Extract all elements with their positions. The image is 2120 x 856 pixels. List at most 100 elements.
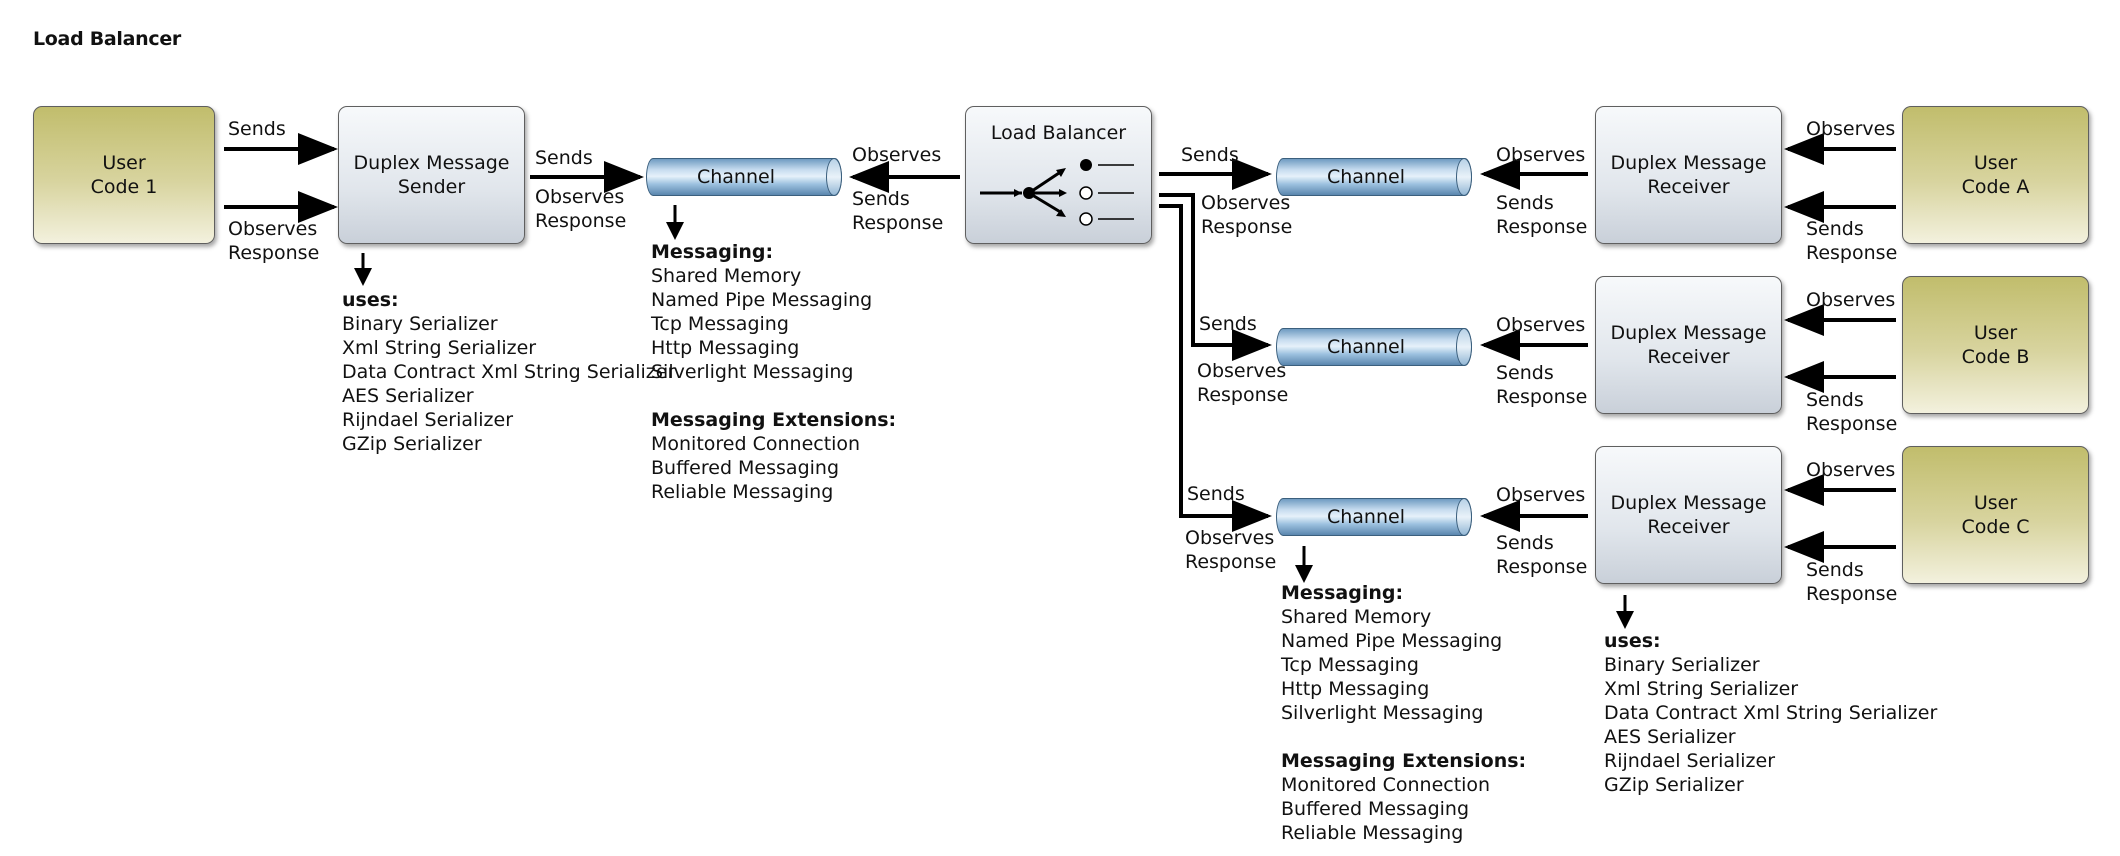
load-balancer-label: Load Balancer <box>990 122 1127 144</box>
user-code-c-line1: User <box>1973 491 2018 514</box>
list-item: Silverlight Messaging <box>1281 702 1484 724</box>
list-item: Binary Serializer <box>1604 654 1760 676</box>
receiver-c-line1: Duplex Message <box>1610 491 1767 514</box>
left-channel-messaging-list: Messaging: Shared Memory Named Pipe Mess… <box>651 240 896 504</box>
channel-c: Channel <box>1276 498 1472 536</box>
list-item: Buffered Messaging <box>1281 798 1470 820</box>
list-item: Reliable Messaging <box>651 481 834 503</box>
label-receiver-c-observes: Observes <box>1496 484 1586 506</box>
messaging-heading: Messaging: <box>651 241 774 263</box>
list-item: Data Contract Xml String Serializer <box>342 361 676 383</box>
label-lb-b-sends: Sends <box>1199 313 1257 335</box>
list-item: Silverlight Messaging <box>651 361 854 383</box>
receiver-c-line2: Receiver <box>1647 516 1730 538</box>
user-code-b-line2: Code B <box>1961 346 2030 368</box>
list-item: AES Serializer <box>1604 726 1736 748</box>
label-lb-a-sends: Sends <box>1181 144 1239 166</box>
label-receiver-b-observes: Observes <box>1496 314 1586 336</box>
channel-c-label: Channel <box>1326 506 1405 528</box>
messaging-heading: Messaging: <box>1281 582 1404 604</box>
messaging-extensions-heading: Messaging Extensions: <box>1281 750 1527 772</box>
sender-serializer-list: uses: Binary Serializer Xml String Seria… <box>342 288 675 456</box>
list-item: Shared Memory <box>651 265 802 287</box>
list-item: Tcp Messaging <box>1281 654 1419 676</box>
list-item: Named Pipe Messaging <box>651 289 873 311</box>
receiver-c-serializer-list: uses: Binary Serializer Xml String Seria… <box>1604 629 1937 797</box>
list-item: Buffered Messaging <box>651 457 840 479</box>
user-code-b-line1: User <box>1973 321 2018 344</box>
label-lb-observes: Observes <box>852 144 942 166</box>
load-balancer-icon <box>980 159 1134 226</box>
sender-line1: Duplex Message <box>353 151 510 174</box>
list-item: Http Messaging <box>651 337 800 359</box>
channel-a-label: Channel <box>1326 166 1405 188</box>
list-item: Reliable Messaging <box>1281 822 1464 844</box>
list-item: Xml String Serializer <box>342 337 537 359</box>
label-code-a-observes: Observes <box>1806 118 1896 140</box>
receiver-b-line2: Receiver <box>1647 346 1730 368</box>
receiver-b-line1: Duplex Message <box>1610 321 1767 344</box>
channel-c-messaging-list: Messaging: Shared Memory Named Pipe Mess… <box>1281 581 1526 845</box>
channel-left-label: Channel <box>696 166 775 188</box>
list-item: Monitored Connection <box>1281 774 1491 796</box>
arrow-lb-channel-c <box>1159 204 1272 532</box>
sender-line2: Sender <box>397 176 466 198</box>
load-balancer-box: Load Balancer <box>965 106 1152 244</box>
user-code-1-line1: User <box>102 151 146 174</box>
channel-a: Channel <box>1276 158 1472 196</box>
label-lb-c-sends: Sends <box>1187 483 1245 505</box>
list-item: Shared Memory <box>1281 606 1432 628</box>
label-code-b-observes: Observes <box>1806 289 1896 311</box>
list-item: Tcp Messaging <box>651 313 789 335</box>
user-code-a-line2: Code A <box>1961 176 2030 198</box>
list-item: Binary Serializer <box>342 313 498 335</box>
user-code-a-line1: User <box>1973 151 2018 174</box>
label-receiver-a-observes: Observes <box>1496 144 1586 166</box>
user-code-1-line2: Code 1 <box>90 176 158 198</box>
list-item: GZip Serializer <box>1604 774 1744 796</box>
list-item: Rijndael Serializer <box>342 409 514 431</box>
channel-b-label: Channel <box>1326 336 1405 358</box>
list-item: AES Serializer <box>342 385 474 407</box>
list-item: Xml String Serializer <box>1604 678 1799 700</box>
list-item: Rijndael Serializer <box>1604 750 1776 772</box>
diagram-title: Load Balancer <box>33 28 181 50</box>
channel-left: Channel <box>646 158 842 196</box>
list-item: GZip Serializer <box>342 433 482 455</box>
receiver-a-line2: Receiver <box>1647 176 1730 198</box>
list-item: Http Messaging <box>1281 678 1430 700</box>
receiver-uses-heading: uses: <box>1604 630 1661 652</box>
channel-b: Channel <box>1276 328 1472 366</box>
list-item: Named Pipe Messaging <box>1281 630 1503 652</box>
arrow-lb-channel-b <box>1159 193 1272 361</box>
list-item: Monitored Connection <box>651 433 861 455</box>
messaging-extensions-heading: Messaging Extensions: <box>651 409 897 431</box>
receiver-a-line1: Duplex Message <box>1610 151 1767 174</box>
user-code-c-line2: Code C <box>1961 516 2030 538</box>
label-code-c-observes: Observes <box>1806 459 1896 481</box>
sender-uses-heading: uses: <box>342 289 399 311</box>
label-sender-sends: Sends <box>535 147 593 169</box>
label-code1-sends: Sends <box>228 118 286 140</box>
